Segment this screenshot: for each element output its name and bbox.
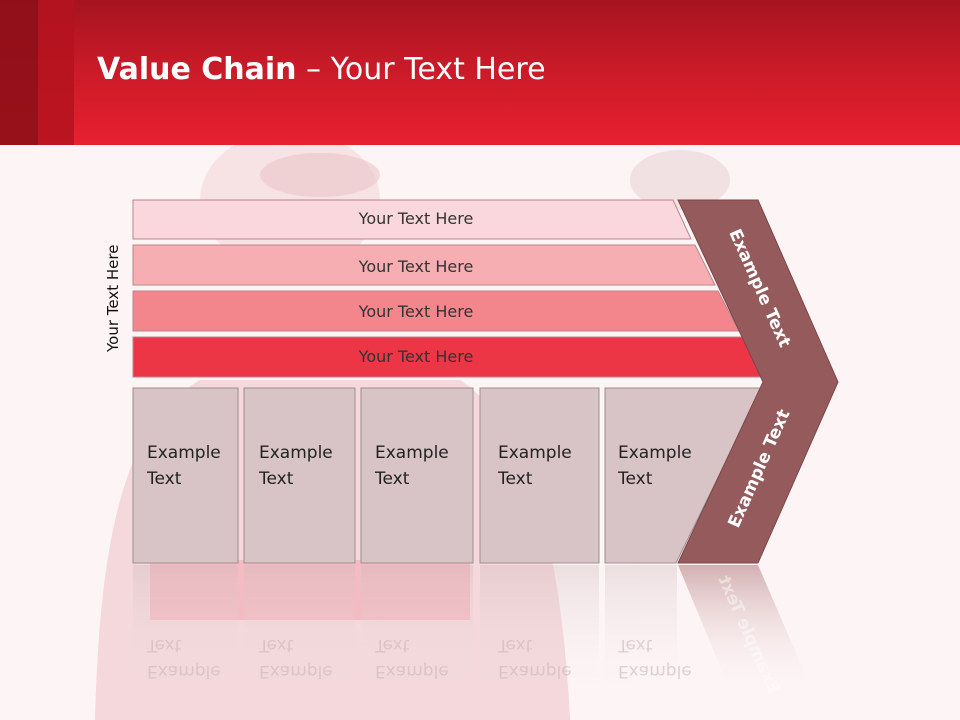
bar-3-label: Your Text Here [358,302,474,321]
slide-title: Value Chain – Your Text Here [97,52,546,87]
bar-2-label: Your Text Here [358,257,474,276]
bar-4-label: Your Text Here [358,347,474,366]
box-3 [360,387,474,564]
chevron-arrow [677,199,839,564]
bar-1-label: Your Text Here [358,209,474,228]
box-5 [604,387,763,564]
bar-1 [132,199,692,240]
box-1 [132,387,239,564]
title-bold: Value Chain [97,52,297,87]
title-rest: – Your Text Here [296,52,546,87]
boxes-reflection [133,565,677,695]
bar-2 [132,244,716,286]
box-2 [243,387,356,564]
header-accent-strip [0,0,38,145]
chevron-reflection [678,565,812,690]
box-4 [479,387,600,564]
header-banner: Value Chain – Your Text Here [0,0,960,145]
header-accent-strip-2 [38,0,74,145]
